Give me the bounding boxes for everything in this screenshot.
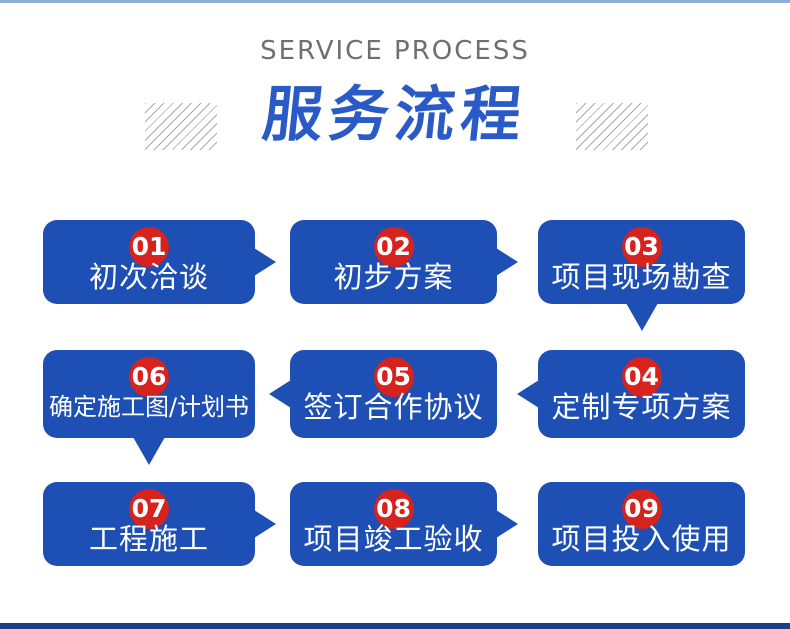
step-label: 工程施工 (88, 522, 209, 556)
step-label: 项目投入使用 (551, 522, 732, 556)
step-number-badge: 02 (373, 227, 414, 267)
step-label: 项目竣工验收 (303, 522, 484, 556)
hatch-decoration-right (576, 103, 648, 150)
arrow-left-icon (517, 380, 539, 408)
arrow-right-icon (496, 248, 518, 276)
step-number: 09 (624, 494, 659, 523)
section-title: 服务流程 (0, 78, 790, 152)
step-box-01: 01 初次洽谈 (43, 220, 276, 304)
arrow-down-icon (133, 437, 165, 465)
arrow-down-icon (625, 303, 658, 331)
step-label: 项目现场勘查 (551, 260, 732, 294)
section-title-text: 服务流程 (259, 80, 531, 150)
bottom-divider (0, 623, 790, 629)
step-number-badge: 01 (129, 227, 169, 267)
step-number-badge: 09 (621, 489, 662, 529)
step-number-badge: 04 (621, 357, 662, 397)
step-box-09: 09 项目投入使用 (538, 482, 745, 566)
step-number: 05 (376, 362, 411, 391)
step-number: 04 (624, 362, 659, 391)
arrow-left-icon (269, 380, 291, 408)
step-number: 08 (376, 494, 411, 523)
arrow-right-icon (496, 510, 518, 538)
step-label: 确定施工图/计划书 (48, 393, 250, 421)
step-number-badge: 05 (373, 357, 414, 397)
step-number: 03 (624, 232, 659, 261)
step-box-07: 07 工程施工 (43, 482, 276, 566)
step-number: 01 (131, 232, 167, 261)
step-box-08: 08 项目竣工验收 (290, 482, 518, 566)
step-number: 02 (376, 232, 411, 261)
step-box-05: 05 签订合作协议 (269, 350, 497, 438)
section-subtitle: SERVICE PROCESS (260, 36, 530, 66)
top-divider (0, 0, 790, 3)
step-label: 签订合作协议 (303, 390, 484, 424)
arrow-right-icon (254, 510, 276, 538)
step-label: 初次洽谈 (88, 260, 209, 294)
step-box-03: 03 项目现场勘查 (538, 220, 745, 331)
step-label: 初步方案 (333, 260, 454, 294)
step-number-badge: 06 (129, 357, 169, 397)
hatch-decoration-left (145, 103, 217, 150)
arrow-right-icon (254, 248, 276, 276)
step-number-badge: 03 (621, 227, 662, 267)
step-number: 06 (131, 362, 167, 391)
step-box-02: 02 初步方案 (290, 220, 518, 304)
step-number-badge: 08 (373, 489, 414, 529)
step-number-badge: 07 (129, 489, 169, 529)
step-box-06: 06 确定施工图/计划书 (43, 350, 255, 465)
step-box-04: 04 定制专项方案 (517, 350, 745, 438)
step-number: 07 (131, 494, 167, 523)
step-label: 定制专项方案 (551, 390, 732, 424)
